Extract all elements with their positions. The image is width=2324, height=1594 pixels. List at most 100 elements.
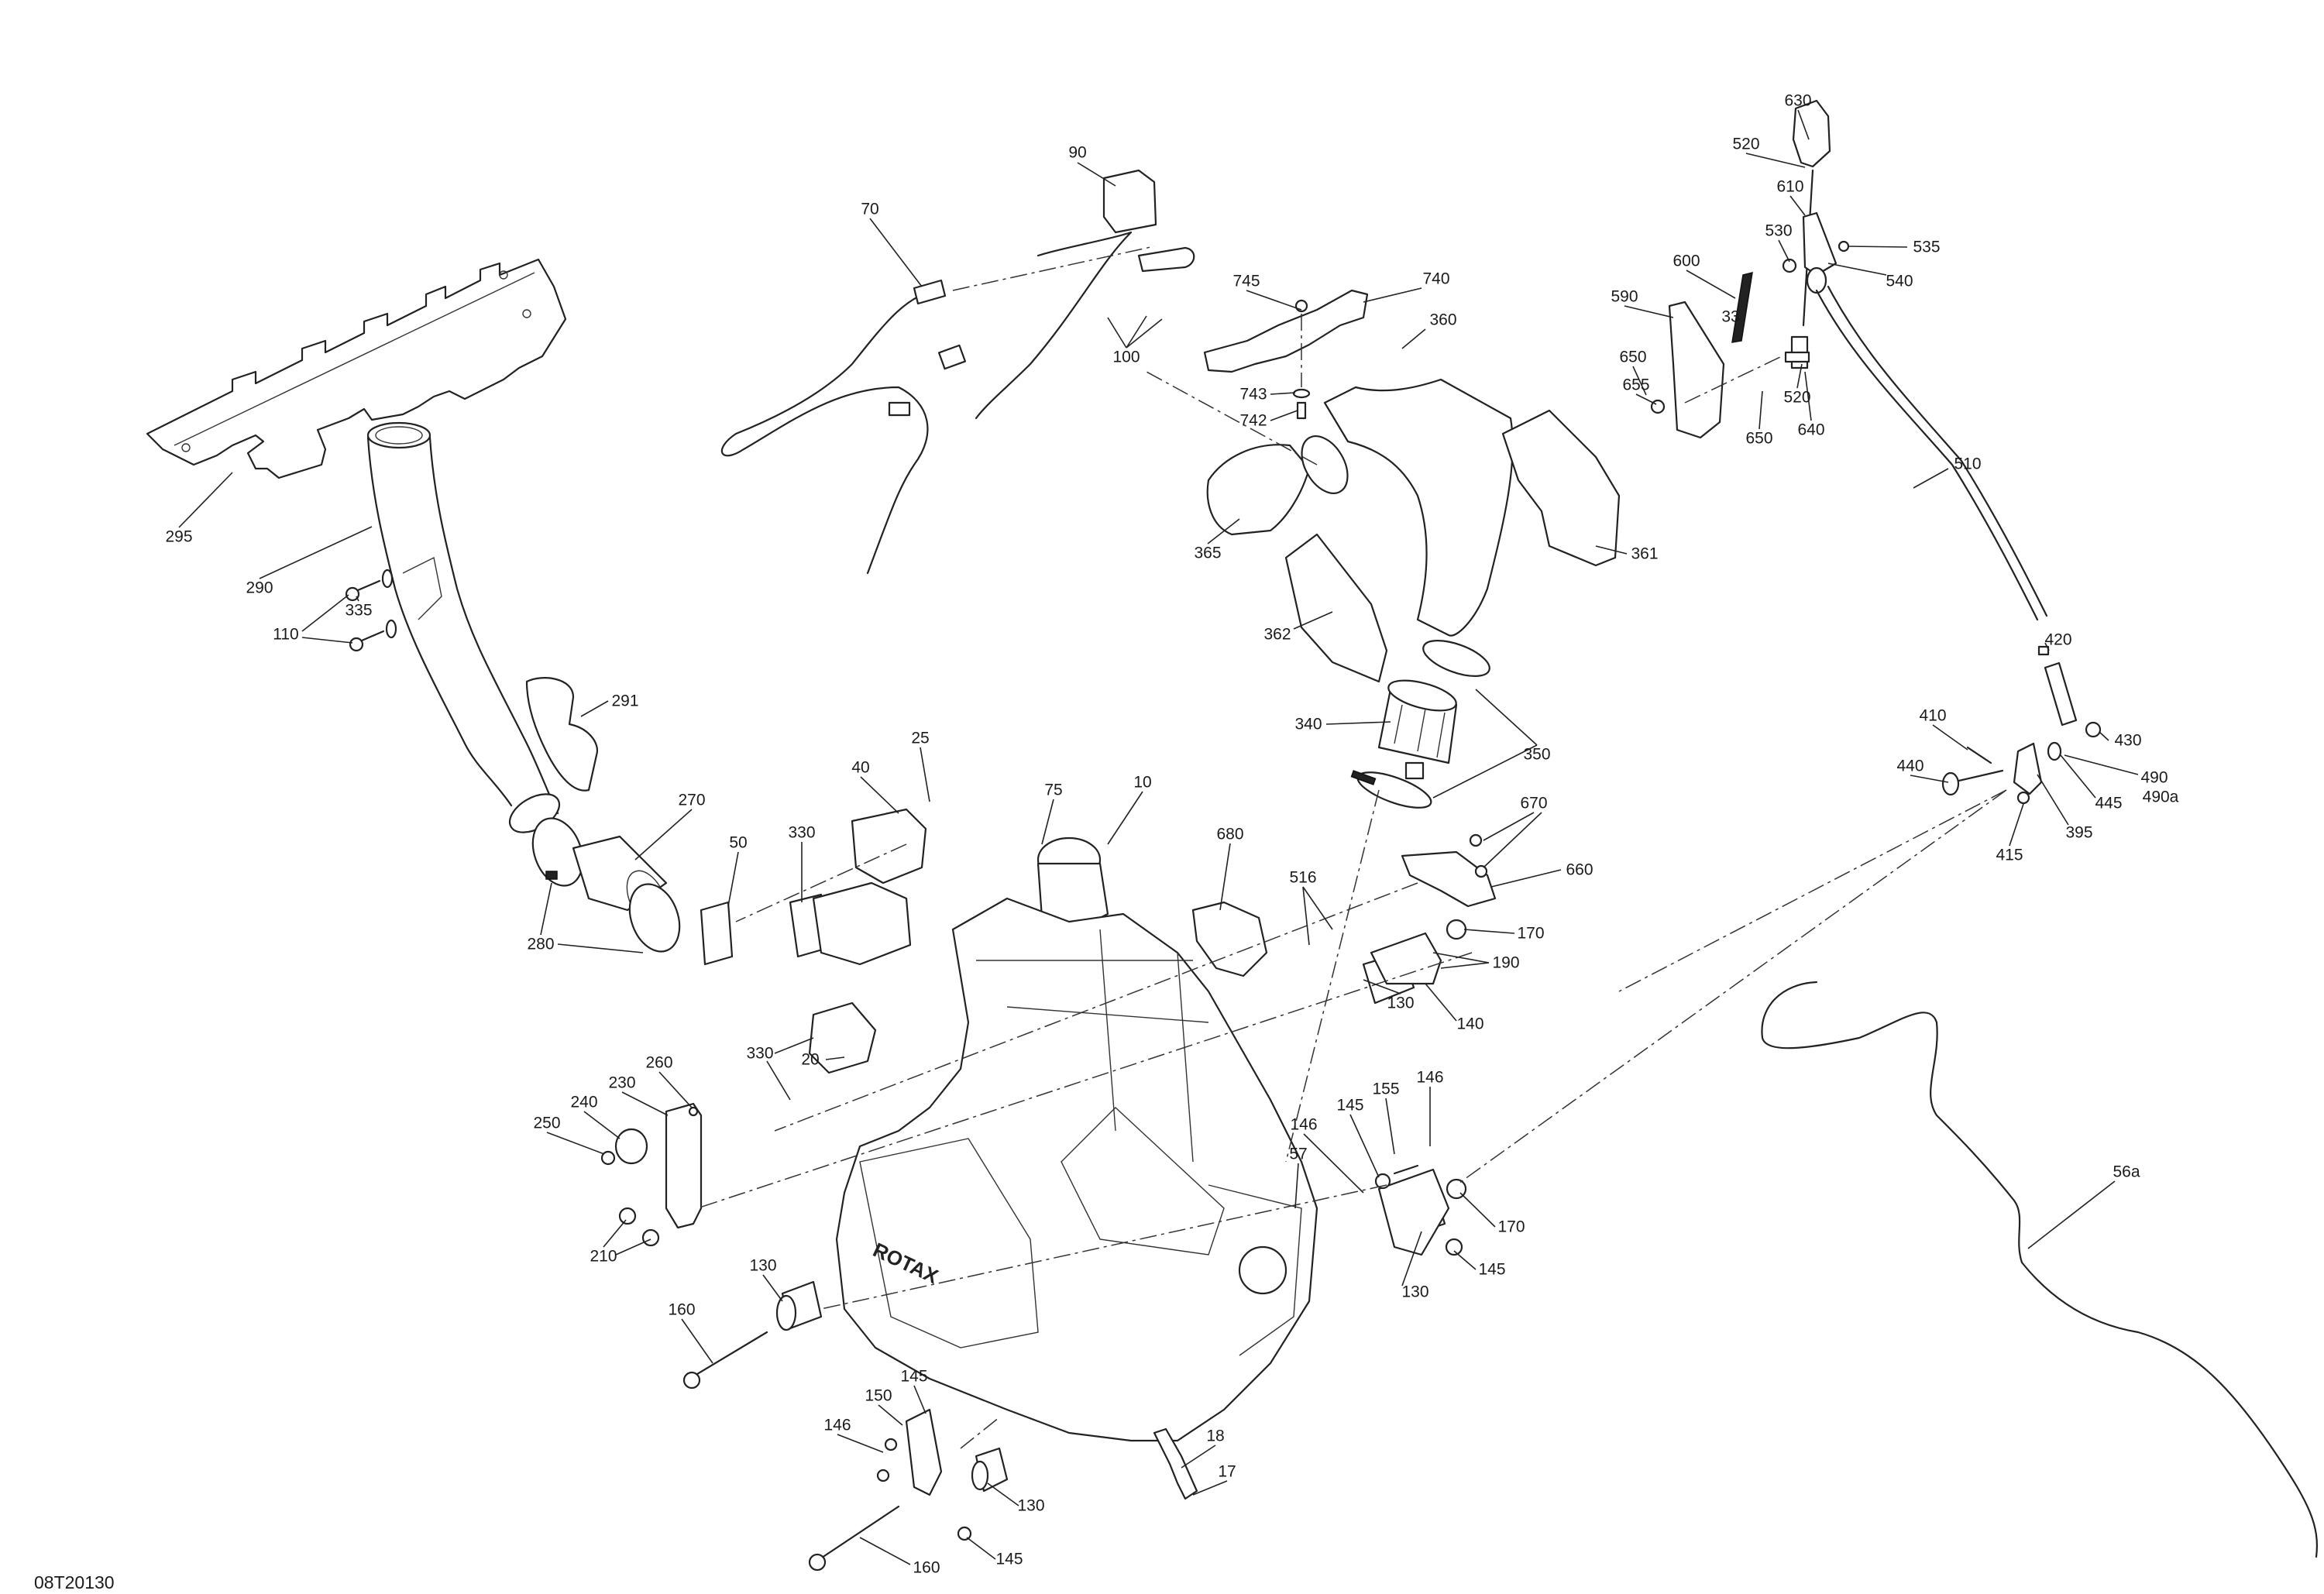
callout-170[interactable]: 170	[1497, 1218, 1525, 1236]
callout-530[interactable]: 530	[1765, 222, 1793, 240]
callout-590[interactable]: 590	[1611, 287, 1638, 306]
callout-680[interactable]: 680	[1216, 825, 1244, 843]
callout-146[interactable]: 146	[1416, 1068, 1444, 1087]
callout-610[interactable]: 610	[1776, 177, 1804, 196]
callout-155[interactable]: 155	[1372, 1080, 1400, 1098]
vent-hose	[1761, 981, 2318, 1558]
callout-20[interactable]: 20	[801, 1050, 820, 1069]
callout-270[interactable]: 270	[678, 791, 706, 809]
callout-430[interactable]: 430	[2114, 731, 2142, 750]
callout-230[interactable]: 230	[608, 1074, 636, 1092]
callout-280[interactable]: 280	[527, 935, 555, 953]
callout-600[interactable]: 600	[1673, 252, 1700, 270]
callout-210[interactable]: 210	[590, 1247, 617, 1266]
coupler-and-clamps	[531, 817, 681, 953]
callout-17[interactable]: 17	[1218, 1462, 1236, 1481]
callout-365[interactable]: 365	[1194, 544, 1222, 562]
engine-block: ROTAX	[835, 897, 1318, 1442]
callout-510[interactable]: 510	[1954, 455, 1982, 473]
callout-130[interactable]: 130	[749, 1256, 777, 1275]
callout-25[interactable]: 25	[911, 729, 930, 747]
callout-395[interactable]: 395	[2065, 823, 2093, 842]
air-filter	[1350, 640, 1490, 809]
callout-740[interactable]: 740	[1422, 270, 1450, 288]
callout-140[interactable]: 140	[1456, 1015, 1484, 1033]
heat-shield-plate	[146, 258, 567, 479]
callout-170[interactable]: 170	[1517, 924, 1545, 943]
callout-130[interactable]: 130	[1387, 994, 1415, 1012]
callout-50[interactable]: 50	[729, 833, 748, 852]
callout-410[interactable]: 410	[1919, 706, 1947, 725]
callout-40[interactable]: 40	[851, 758, 870, 777]
airbox-intake	[1206, 378, 1621, 683]
callout-18[interactable]: 18	[1206, 1427, 1225, 1445]
callout-33[interactable]: 33	[1721, 307, 1740, 326]
document-id: 08T20130	[34, 1572, 115, 1592]
callout-110[interactable]: 110	[273, 625, 299, 644]
callout-655[interactable]: 655	[1622, 376, 1650, 394]
callout-490[interactable]: 490	[2140, 768, 2168, 787]
callout-190[interactable]: 190	[1492, 953, 1520, 972]
bolts-110	[345, 569, 397, 652]
callout-415[interactable]: 415	[1996, 846, 2023, 864]
callout-100[interactable]: 100	[1112, 348, 1140, 366]
callout-146[interactable]: 146	[823, 1416, 851, 1434]
callout-330[interactable]: 330	[746, 1044, 774, 1063]
callout-630[interactable]: 630	[1784, 91, 1812, 110]
callout-340[interactable]: 340	[1294, 715, 1322, 733]
callout-160[interactable]: 160	[668, 1300, 696, 1319]
front-mounts	[1362, 919, 1467, 1256]
callout-660[interactable]: 660	[1566, 861, 1593, 879]
callout-440[interactable]: 440	[1896, 757, 1924, 775]
callout-330[interactable]: 330	[788, 823, 816, 842]
callout-745[interactable]: 745	[1232, 272, 1260, 290]
callout-145[interactable]: 145	[1478, 1260, 1506, 1279]
callout-260[interactable]: 260	[645, 1053, 673, 1072]
callout-90[interactable]: 90	[1068, 143, 1087, 162]
callout-490a[interactable]: 490a	[2142, 788, 2179, 806]
callout-56a[interactable]: 56a	[2113, 1163, 2140, 1181]
callout-335[interactable]: 335	[345, 601, 373, 620]
callout-10[interactable]: 10	[1133, 773, 1152, 792]
callout-145[interactable]: 145	[995, 1550, 1023, 1568]
callout-150[interactable]: 150	[865, 1386, 892, 1405]
callout-360[interactable]: 360	[1429, 311, 1457, 329]
callout-650[interactable]: 650	[1745, 429, 1773, 448]
callout-420[interactable]: 420	[2044, 630, 2072, 649]
callout-742[interactable]: 742	[1239, 411, 1267, 430]
callout-145[interactable]: 145	[900, 1367, 928, 1386]
callout-516[interactable]: 516	[1289, 868, 1317, 887]
callout-290[interactable]: 290	[246, 579, 273, 597]
side-covers	[1191, 833, 1497, 977]
gear-shifter	[1650, 99, 2048, 621]
callout-361[interactable]: 361	[1631, 545, 1659, 563]
callout-362[interactable]: 362	[1263, 625, 1291, 644]
callout-445[interactable]: 445	[2095, 794, 2123, 812]
bracket-740	[1203, 289, 1369, 420]
callout-295[interactable]: 295	[165, 527, 193, 546]
callout-520[interactable]: 520	[1732, 135, 1760, 153]
callout-130[interactable]: 130	[1401, 1283, 1429, 1301]
assembly-guide-lines	[696, 371, 2007, 1449]
callout-250[interactable]: 250	[533, 1114, 561, 1132]
callout-540[interactable]: 540	[1886, 272, 1913, 290]
callout-650[interactable]: 650	[1619, 348, 1647, 366]
callout-640[interactable]: 640	[1797, 421, 1825, 439]
callout-291[interactable]: 291	[611, 692, 639, 710]
callout-535[interactable]: 535	[1913, 238, 1941, 256]
lower-mounts	[682, 1280, 1198, 1572]
engine-top-components	[700, 808, 1109, 1074]
callout-145[interactable]: 145	[1336, 1096, 1364, 1115]
shift-linkage	[1618, 645, 2102, 992]
callout-743[interactable]: 743	[1239, 385, 1267, 404]
callout-75[interactable]: 75	[1044, 781, 1063, 799]
callout-350[interactable]: 350	[1523, 745, 1551, 764]
callout-240[interactable]: 240	[570, 1093, 598, 1111]
callout-130[interactable]: 130	[1017, 1496, 1045, 1515]
callout-70[interactable]: 70	[861, 200, 879, 218]
callout-146[interactable]: 146	[1290, 1115, 1318, 1134]
callout-57[interactable]: 57	[1289, 1145, 1308, 1163]
callout-670[interactable]: 670	[1520, 794, 1548, 812]
callout-520[interactable]: 520	[1783, 388, 1811, 407]
callout-160[interactable]: 160	[913, 1558, 940, 1577]
